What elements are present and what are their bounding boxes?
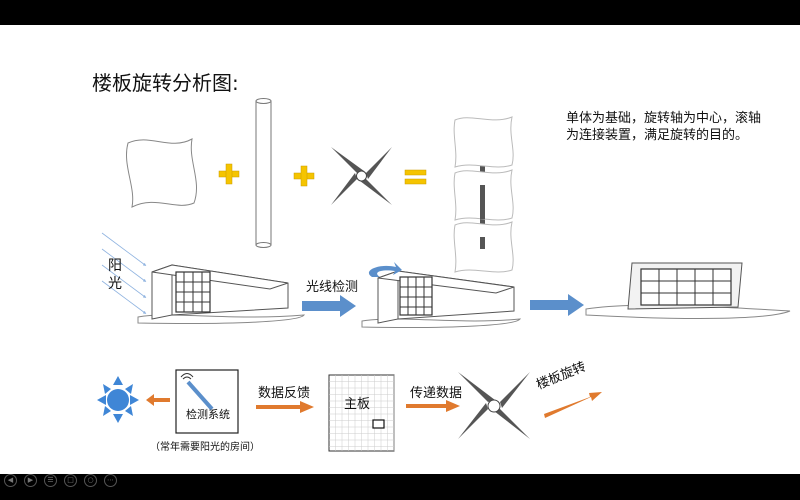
floor-plan-sketch (585, 262, 791, 319)
transmit-data-label: 传递数据 (410, 386, 463, 401)
menu-icon[interactable]: ☰ (44, 474, 57, 487)
mainboard-label: 主板 (344, 397, 371, 412)
arrow-to-plan (530, 294, 584, 316)
detection-system-box (175, 369, 239, 434)
sun-icon (97, 376, 139, 423)
zoom-icon[interactable]: ○ (84, 474, 97, 487)
sunlight-rays (101, 232, 147, 314)
rotation-arrow-icon (368, 262, 402, 277)
more-icon[interactable]: ⋯ (104, 474, 117, 487)
arrow-transmit-data (406, 400, 460, 412)
light-detection-label: 光线检测 (306, 280, 359, 295)
diagram-canvas (97, 98, 791, 452)
copy-icon[interactable]: □ (64, 474, 77, 487)
presentation-toolbar: ◀ ▶ ☰ □ ○ ⋯ (0, 474, 800, 500)
arrow-light-detection (302, 295, 356, 317)
arrow-data-feedback (256, 401, 314, 413)
description-text: 单体为基础，旋转轴为中心，滚轴为连接装置，满足旋转的目的。 (566, 111, 762, 143)
wifi-icon (180, 373, 194, 380)
rotated-slabs-stack (453, 116, 514, 273)
slide: 楼板旋转分析图: 单体为基础，旋转轴为中心，滚轴为连接装置，满足旋转的目的。 阳… (0, 25, 800, 474)
sunlight-label: 阳光 (108, 258, 122, 292)
mainboard-box (328, 374, 395, 452)
data-feedback-label: 数据反馈 (258, 386, 311, 401)
plus-sign-1 (218, 163, 240, 185)
next-icon[interactable]: ▶ (24, 474, 37, 487)
rotation-column-shape (255, 98, 272, 248)
building-sketch-1 (137, 264, 305, 325)
roller-connector-shape (331, 147, 392, 205)
building-sketch-2 (361, 262, 522, 329)
prev-icon[interactable]: ◀ (4, 474, 17, 487)
equals-sign (404, 169, 427, 185)
arrow-to-sun (146, 394, 170, 406)
plus-sign-2 (293, 165, 315, 187)
page-title: 楼板旋转分析图: (92, 71, 239, 95)
arrow-floor-rotation (544, 392, 602, 418)
detection-system-label: 检测系统 (186, 408, 230, 421)
room-note-label: （常年需要阳光的房间） (150, 442, 260, 453)
floor-slab-shape (126, 138, 198, 208)
roller-connector-small (458, 372, 530, 439)
